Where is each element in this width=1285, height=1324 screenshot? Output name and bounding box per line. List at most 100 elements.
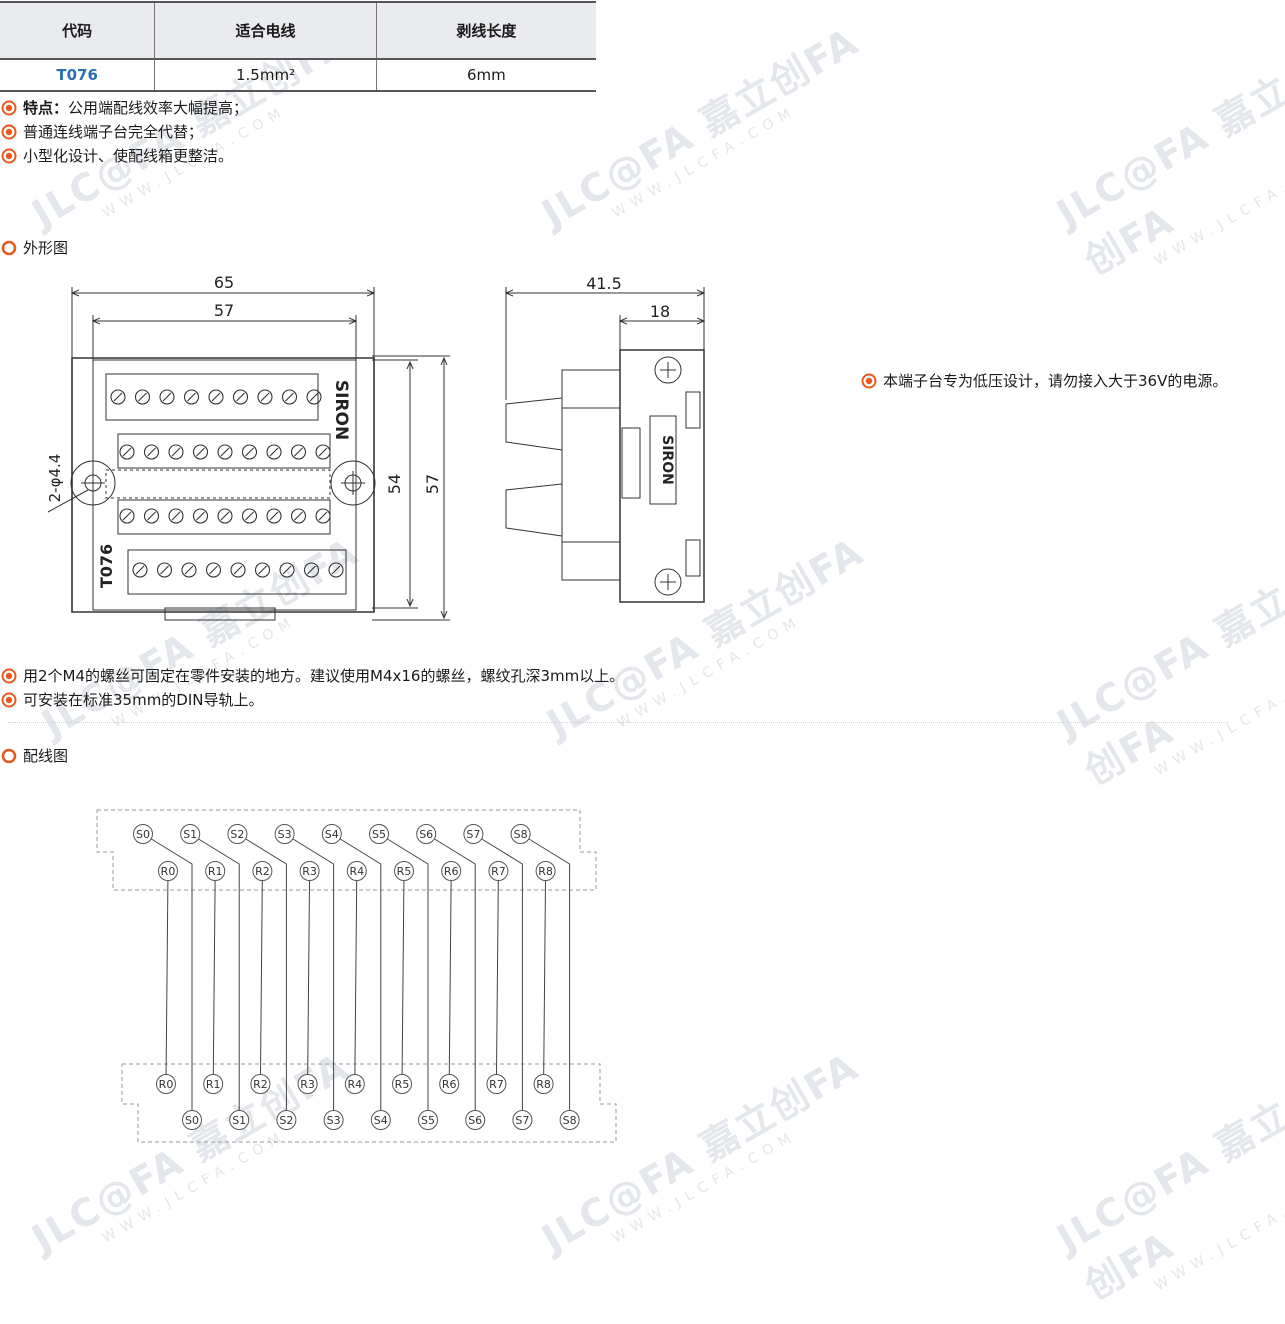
svg-text:S2: S2 — [279, 1114, 293, 1127]
terminal-screw-slot — [294, 447, 303, 457]
terminal-screw — [159, 389, 175, 405]
dim-width-inner: 57 — [214, 301, 234, 320]
header-wire: 适合电线 — [154, 1, 377, 60]
terminal-screw-slot — [209, 565, 218, 575]
svg-text:R6: R6 — [444, 865, 459, 878]
terminal-screw-slot — [220, 447, 230, 457]
terminal-bottom-r3: R3 — [297, 1074, 318, 1094]
terminal-top-s0: S0 — [133, 824, 153, 844]
terminal-top-s3: S3 — [274, 824, 295, 844]
svg-text:R7: R7 — [489, 1078, 504, 1091]
cell-wire: 1.5mm² — [154, 59, 377, 92]
svg-text:S3: S3 — [278, 828, 292, 841]
svg-text:R3: R3 — [302, 865, 317, 878]
terminal-screw-slot — [245, 511, 254, 521]
terminal-screw-slot — [122, 447, 132, 457]
bullet-icon — [0, 148, 17, 165]
terminal-screw — [119, 444, 135, 460]
bullet-icon — [0, 124, 17, 141]
voltage-note: 本端子台专为低压设计，请勿接入大于36V的电源。 — [860, 370, 1227, 391]
bullet-icon — [860, 372, 877, 389]
dim-height-outer: 57 — [423, 474, 442, 494]
wire-line — [401, 870, 405, 1085]
terminal-bottom-s2: S2 — [276, 1110, 297, 1130]
dim-width-outer: 65 — [214, 273, 234, 292]
svg-text:R8: R8 — [538, 865, 553, 878]
terminal-screw-slot — [318, 447, 328, 457]
terminal-screw — [168, 444, 184, 460]
terminal-top-r1: R1 — [205, 861, 226, 881]
terminal-bottom-r4: R4 — [344, 1074, 365, 1094]
svg-text:R1: R1 — [208, 865, 223, 878]
install-list: 用2个M4的螺丝可固定在零件安装的地方。建议使用M4x16的螺丝，螺纹孔深3mm… — [0, 664, 624, 712]
cell-code: T076 — [0, 59, 155, 92]
terminal-screw-slot — [331, 565, 341, 575]
list-item: 特点：公用端配线效率大幅提高； — [0, 96, 248, 120]
terminal-screw-slot — [309, 392, 319, 402]
section-title-wiring: 配线图 — [0, 745, 68, 766]
svg-text:S5: S5 — [372, 828, 386, 841]
voltage-note-text: 本端子台专为低压设计，请勿接入大于36V的电源。 — [883, 372, 1228, 390]
terminal-bottom-r7: R7 — [486, 1074, 507, 1094]
terminal-screw-slot — [220, 511, 230, 521]
terminal-screw — [156, 562, 173, 578]
wiring-diagram: S0R0R0S0S1R1R1S1S2R2R2S2S3R3R3S3S4R4R4S4… — [96, 809, 617, 1143]
wire-line — [307, 870, 311, 1085]
terminal-top-s1: S1 — [180, 824, 201, 844]
terminal-screw — [132, 562, 148, 578]
terminal-screw — [232, 389, 249, 405]
section-ring-icon — [0, 747, 17, 764]
terminal-bottom-s8: S8 — [559, 1110, 580, 1130]
terminal-screw — [290, 444, 307, 460]
cell-strip: 6mm — [375, 59, 596, 92]
svg-text:S6: S6 — [419, 828, 433, 841]
terminal-screw-slot — [211, 392, 221, 402]
svg-text:S0: S0 — [185, 1114, 199, 1127]
terminal-bottom-r8: R8 — [533, 1074, 554, 1094]
terminal-screw — [217, 508, 233, 524]
terminal-screw-slot — [138, 392, 147, 402]
list-item: 可安装在标准35mm的DIN导轨上。 — [0, 688, 624, 712]
terminal-bottom-r2: R2 — [250, 1074, 271, 1094]
terminal-top-s7: S7 — [463, 824, 484, 844]
list-item: 用2个M4的螺丝可固定在零件安装的地方。建议使用M4x16的螺丝，螺纹孔深3mm… — [0, 664, 624, 688]
bullet-icon — [0, 668, 17, 685]
svg-text:R8: R8 — [536, 1078, 551, 1091]
terminal-bottom-r1: R1 — [203, 1074, 224, 1094]
terminal-screw — [328, 562, 344, 578]
svg-text:S8: S8 — [514, 828, 528, 841]
svg-text:R2: R2 — [255, 865, 270, 878]
divider — [8, 722, 1228, 723]
terminal-screw — [257, 389, 273, 405]
section-title-text: 外形图 — [23, 239, 69, 257]
brand-label: SIRON — [331, 380, 351, 440]
svg-text:S8: S8 — [563, 1114, 577, 1127]
dim-depth: 41.5 — [586, 274, 622, 293]
feature-lead: 特点： — [23, 99, 69, 117]
svg-text:S7: S7 — [515, 1114, 529, 1127]
svg-text:S7: S7 — [466, 828, 480, 841]
terminal-screw-slot — [196, 447, 205, 457]
terminal-screw-slot — [147, 447, 156, 457]
terminal-screw-slot — [196, 511, 205, 521]
terminal-top-s2: S2 — [227, 824, 248, 844]
terminal-top-r3: R3 — [299, 861, 320, 881]
list-item: 小型化设计、使配线箱更整洁。 — [0, 144, 248, 168]
hole-spec: 2-φ4.4 — [46, 454, 64, 503]
install-text: 可安装在标准35mm的DIN导轨上。 — [23, 691, 264, 709]
terminal-bottom-s1: S1 — [229, 1110, 250, 1130]
dim-rail: 18 — [650, 302, 670, 321]
terminal-screw-slot — [269, 511, 279, 521]
terminal-screw-slot — [307, 565, 316, 575]
section-ring-icon — [0, 239, 17, 256]
svg-text:R3: R3 — [300, 1078, 315, 1091]
bullet-icon — [0, 692, 17, 709]
terminal-screw — [290, 508, 307, 524]
wire-line — [259, 870, 263, 1085]
terminal-screw — [208, 389, 224, 405]
terminal-bottom-s5: S5 — [418, 1110, 438, 1130]
svg-text:R7: R7 — [491, 865, 506, 878]
terminal-screw-slot — [135, 565, 145, 575]
